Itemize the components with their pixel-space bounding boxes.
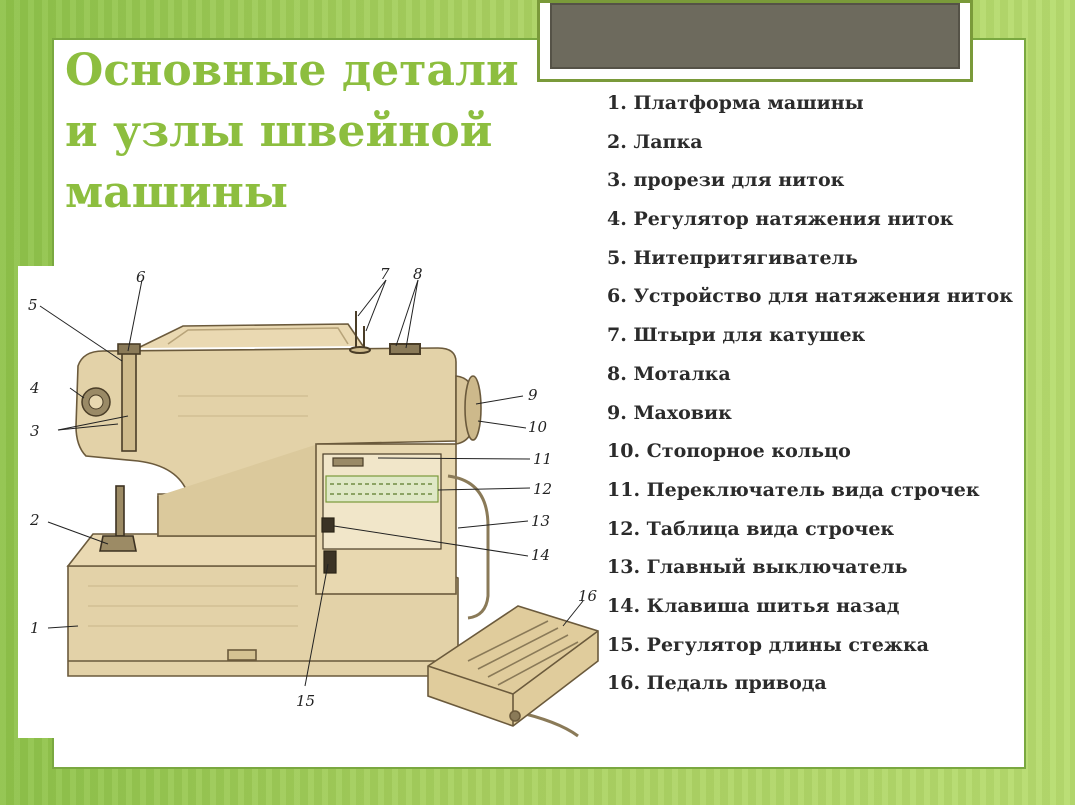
- callout-12: 12: [533, 480, 552, 498]
- page-title: Основные детали и узлы швейной машины: [65, 40, 535, 223]
- legend-item-2: 2. Лапка: [607, 130, 703, 153]
- callout-leaders: [39, 279, 584, 687]
- callout-5: 5: [28, 296, 38, 314]
- callout-2: 2: [29, 511, 40, 529]
- needle-and-foot: [99, 485, 137, 552]
- parts-legend: 1. Платформа машины 2. Лапка 3. прорези …: [607, 88, 1017, 707]
- take-up-lever: [117, 343, 141, 452]
- legend-item-12: 12. Таблица вида строчек: [607, 517, 895, 540]
- legend-item-14: 14. Клавиша шитья назад: [607, 594, 900, 617]
- legend-item-9: 9. Маховик: [607, 401, 732, 424]
- legend-item-4: 4. Регулятор натяжения ниток: [607, 208, 954, 231]
- callout-7: 7: [380, 266, 390, 283]
- legend-item-7: 7. Штыри для катушек: [607, 324, 866, 347]
- callout-13: 13: [531, 512, 550, 530]
- sewing-machine-diagram: 1 2 3 4 5 6 7 8 9 10 11 12 13 14 15 16: [18, 266, 618, 738]
- callout-1: 1: [30, 619, 40, 637]
- callout-14: 14: [531, 546, 550, 564]
- callout-15: 15: [296, 692, 315, 710]
- callout-11: 11: [533, 450, 552, 468]
- stitch-panel: [322, 453, 442, 550]
- callout-numbers: 1 2 3 4 5 6 7 8 9 10 11 12 13 14 15 16: [28, 266, 598, 710]
- legend-item-6: 6. Устройство для натяжения ниток: [607, 285, 1013, 308]
- callout-6: 6: [136, 268, 146, 286]
- title-line-1: Основные детали: [65, 45, 519, 96]
- spool-pins: [349, 311, 421, 355]
- legend-item-16: 16. Педаль привода: [607, 672, 827, 695]
- legend-item-10: 10. Стопорное кольцо: [607, 440, 851, 463]
- callout-10: 10: [528, 418, 548, 436]
- callout-8: 8: [413, 266, 423, 283]
- callout-16: 16: [578, 587, 598, 605]
- legend-item-11: 11. Переключатель вида строчек: [607, 478, 980, 501]
- legend-item-8: 8. Моталка: [607, 362, 731, 385]
- legend-item-13: 13. Главный выключатель: [607, 556, 908, 579]
- title-line-2: и узлы швейной: [65, 106, 493, 157]
- accent-box-inner: [550, 3, 960, 69]
- accent-box: [537, 0, 973, 82]
- foot-pedal: [427, 605, 599, 727]
- legend-item-3: 3. прорези для ниток: [607, 169, 845, 192]
- callout-4: 4: [29, 379, 40, 397]
- power-cord: [447, 474, 490, 620]
- legend-item-5: 5. Нитепритягиватель: [607, 246, 858, 269]
- legend-item-1: 1. Платформа машины: [607, 92, 864, 114]
- title-line-3: машины: [65, 167, 288, 218]
- callout-9: 9: [528, 386, 538, 404]
- legend-item-15: 15. Регулятор длины стежка: [607, 633, 929, 656]
- tension-dial: [81, 387, 111, 417]
- callout-3: 3: [30, 422, 40, 440]
- sewing-machine-illustration: 1 2 3 4 5 6 7 8 9 10 11 12 13 14 15 16: [28, 266, 599, 738]
